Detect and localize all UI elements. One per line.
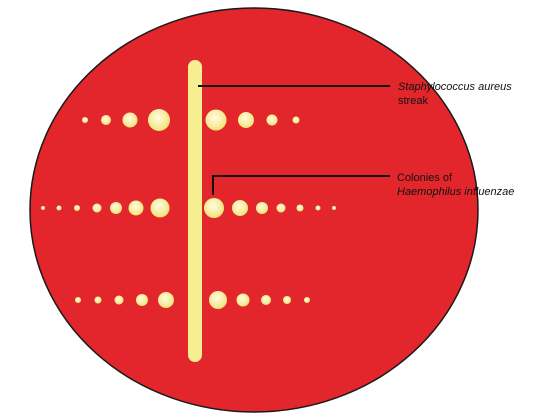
colony-middle-row-9 (232, 200, 248, 216)
colony-top-row-1 (82, 117, 88, 123)
colony-top-row-2 (101, 115, 111, 125)
colony-top-row-6 (238, 112, 254, 128)
colony-bottom-row-4 (136, 294, 148, 306)
colony-bottom-row-8 (261, 295, 271, 305)
streak-label-line2: streak (398, 94, 428, 108)
colony-bottom-row-1 (75, 297, 81, 303)
colony-middle-row-6 (129, 201, 144, 216)
colony-bottom-row-10 (304, 297, 310, 303)
colony-top-row-5 (206, 110, 227, 131)
colonies-label-line1: Colonies of (397, 171, 452, 185)
colony-middle-row-10 (256, 202, 268, 214)
colony-top-row-3 (123, 113, 138, 128)
colony-middle-row-14 (332, 206, 336, 210)
colony-middle-row-5 (110, 202, 122, 214)
colony-bottom-row-9 (283, 296, 291, 304)
streak-label-line1: Staphylococcus aureus (398, 80, 512, 94)
colony-top-row-4 (148, 109, 170, 131)
colony-bottom-row-3 (115, 296, 124, 305)
colony-middle-row-13 (316, 206, 321, 211)
staphylococcus-streak (188, 60, 202, 362)
colony-top-row-7 (267, 115, 278, 126)
colony-middle-row-7 (151, 199, 170, 218)
colony-bottom-row-5 (158, 292, 174, 308)
colony-bottom-row-6 (209, 291, 227, 309)
colony-middle-row-1 (41, 206, 45, 210)
colonies-label-line2: Haemophilus influenzae (397, 185, 514, 199)
colony-middle-row-11 (277, 204, 286, 213)
colony-top-row-8 (293, 117, 300, 124)
colony-middle-row-2 (57, 206, 62, 211)
colony-middle-row-8 (204, 198, 224, 218)
colony-middle-row-12 (297, 205, 304, 212)
colony-middle-row-4 (93, 204, 102, 213)
colony-bottom-row-7 (237, 294, 250, 307)
colony-middle-row-3 (74, 205, 80, 211)
colony-bottom-row-2 (95, 297, 102, 304)
